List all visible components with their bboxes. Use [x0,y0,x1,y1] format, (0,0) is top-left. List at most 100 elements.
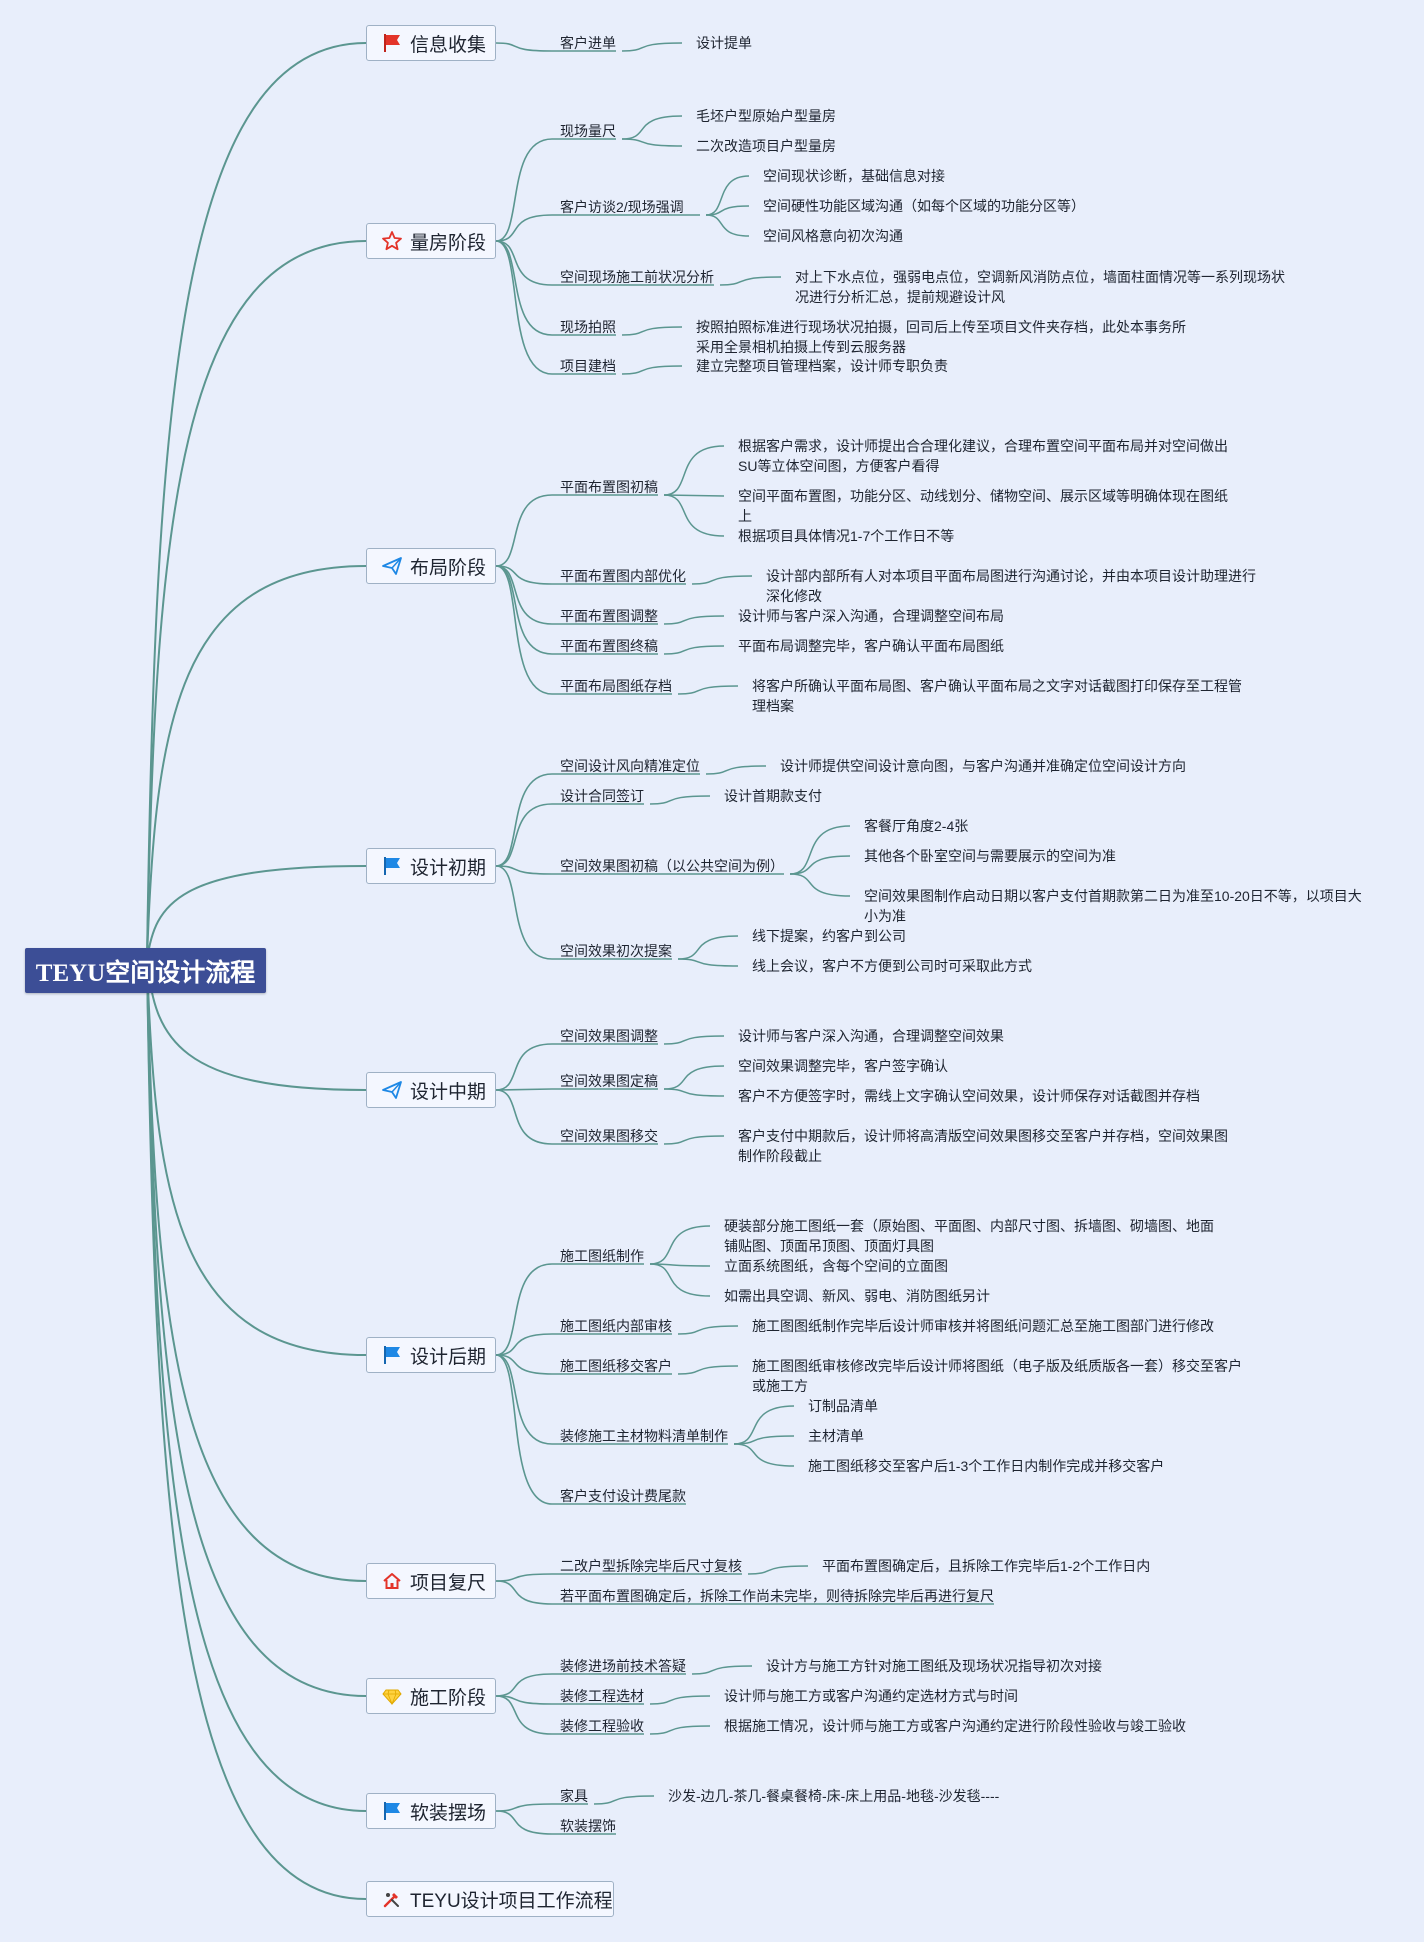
topic-node[interactable]: 装修进场前技术答疑 [560,1658,686,1674]
branch-node[interactable]: 设计中期 [366,1072,496,1108]
detail-node[interactable]: 空间风格意向初次沟通 [763,228,903,244]
detail-node[interactable]: 空间效果调整完毕，客户签字确认 [738,1058,948,1074]
detail-node[interactable]: 建立完整项目管理档案，设计师专职负责 [696,358,948,374]
detail-node[interactable]: 硬装部分施工图纸一套（原始图、平面图、内部尺寸图、拆墙图、砌墙图、地面 铺贴图、… [724,1218,1214,1254]
topic-node[interactable]: 空间现场施工前状况分析 [560,269,714,285]
connector-line [663,645,725,655]
topic-node[interactable]: 装修工程验收 [560,1718,644,1734]
topic-node[interactable]: 装修工程选材 [560,1688,644,1704]
branch-node[interactable]: 布局阶段 [366,548,496,584]
topic-node[interactable]: 家具 [560,1788,588,1804]
connector-line [495,865,553,960]
detail-node[interactable]: 主材清单 [808,1428,864,1444]
root-node[interactable]: TEYU空间设计流程 [25,948,266,993]
branch-node[interactable]: 设计初期 [366,848,496,884]
detail-node[interactable]: 设计师与客户深入沟通，合理调整空间布局 [738,608,1004,624]
detail-node[interactable]: 线上会议，客户不方便到公司时可采取此方式 [752,958,1032,974]
topic-node[interactable]: 空间效果初次提案 [560,943,672,959]
detail-node[interactable]: 其他各个卧室空间与需要展示的空间为准 [864,848,1116,864]
detail-node[interactable]: 订制品清单 [808,1398,878,1414]
branch-label: 设计中期 [410,1081,487,1103]
detail-node[interactable]: 空间效果图制作启动日期以客户支付首期款第二日为准至10-20日不等，以项目大 小… [864,888,1362,924]
topic-node[interactable]: 现场量尺 [560,123,616,139]
detail-node[interactable]: 施工图图纸制作完毕后设计师审核并将图纸问题汇总至施工图部门进行修改 [752,1318,1214,1334]
detail-node[interactable]: 毛坯户型原始户型量房 [696,108,836,124]
topic-node[interactable]: 项目建档 [560,358,616,374]
detail-node[interactable]: 客餐厅角度2-4张 [864,818,969,834]
connector-line [789,855,851,875]
detail-node[interactable]: 如需出具空调、新风、弱电、消防图纸另计 [724,1288,990,1304]
topic-node[interactable]: 施工图纸制作 [560,1248,644,1264]
topic-node[interactable]: 客户访谈2/现场强调 [560,199,684,215]
detail-node[interactable]: 设计方与施工方针对施工图纸及现场状况指导初次对接 [766,1658,1102,1674]
connector-line [495,1043,553,1091]
connector-line [733,1435,795,1445]
topic-node[interactable]: 施工图纸移交客户 [560,1358,672,1374]
detail-node[interactable]: 平面布置图确定后，且拆除工作完毕后1-2个工作日内 [822,1558,1151,1574]
detail-node[interactable]: 设计师与客户深入沟通，合理调整空间效果 [738,1028,1004,1044]
detail-node[interactable]: 设计提单 [696,35,752,51]
topic-node[interactable]: 空间效果图定稿 [560,1073,658,1089]
branch-node[interactable]: 量房阶段 [366,223,496,259]
detail-node[interactable]: 空间平面布置图，功能分区、动线划分、储物空间、展示区域等明确体现在图纸 上 [738,488,1228,524]
detail-node[interactable]: 客户不方便签字时，需线上文字确认空间效果，设计师保存对话截图并存档 [738,1088,1200,1104]
topic-node[interactable]: 软装摆饰 [560,1818,616,1834]
detail-node[interactable]: 设计首期款支付 [724,788,822,804]
topic-node[interactable]: 空间效果图初稿（以公共空间为例） [560,858,784,874]
detail-node[interactable]: 平面布局调整完毕，客户确认平面布局图纸 [738,638,1004,654]
topic-node[interactable]: 平面布置图调整 [560,608,658,624]
topic-node[interactable]: 客户支付设计费尾款 [560,1488,686,1504]
detail-node[interactable]: 线下提案，约客户到公司 [752,928,906,944]
detail-node[interactable]: 沙发-边几-茶几-餐桌餐椅-床-床上用品-地毯-沙发毯---- [668,1788,1000,1804]
topic-node[interactable]: 二改户型拆除完毕后尺寸复核 [560,1558,742,1574]
topic-node[interactable]: 平面布置图内部优化 [560,568,686,584]
connector-line [621,115,683,140]
topic-node[interactable]: 平面布局图纸存档 [560,678,672,694]
branch-label: 设计初期 [410,857,487,879]
branch-node[interactable]: 设计后期 [366,1337,496,1373]
topic-node[interactable]: 平面布置图初稿 [560,479,658,495]
topic-node[interactable]: 客户进单 [560,35,616,51]
topic-node[interactable]: 现场拍照 [560,319,616,335]
topic-node[interactable]: 设计合同签订 [560,788,644,804]
connector-line [495,240,553,336]
branch-node[interactable]: TEYU设计项目工作流程 [366,1881,614,1917]
connector-line [663,1035,725,1045]
detail-node[interactable]: 根据施工情况，设计师与施工方或客户沟通约定进行阶段性验收与竣工验收 [724,1718,1186,1734]
detail-node[interactable]: 二次改造项目户型量房 [696,138,836,154]
connector-line [649,1225,711,1265]
connector-line [495,565,553,625]
detail-node[interactable]: 空间硬性功能区域沟通（如每个区域的功能分区等） [763,198,1085,214]
detail-node[interactable]: 对上下水点位，强弱电点位，空调新风消防点位，墙面柱面情况等一系列现场状 况进行分… [795,269,1285,305]
detail-node[interactable]: 设计部内部所有人对本项目平面布局图进行沟通讨论，并由本项目设计助理进行 深化修改 [766,568,1256,604]
detail-node[interactable]: 立面系统图纸，含每个空间的立面图 [724,1258,948,1274]
topic-node[interactable]: 平面布置图终稿 [560,638,658,654]
detail-node[interactable]: 施工图纸移交至客户后1-3个工作日内制作完成并移交客户 [808,1458,1165,1474]
connector-line [649,1263,711,1267]
detail-node[interactable]: 将客户所确认平面布局图、客户确认平面布局之文字对话截图打印保存至工程管 理档案 [752,678,1242,714]
branch-node[interactable]: 项目复尺 [366,1563,496,1599]
connector-line [789,873,851,897]
topic-node[interactable]: 若平面布置图确定后，拆除工作尚未完毕，则待拆除完毕后再进行复尺 [560,1588,994,1604]
detail-node[interactable]: 设计师提供空间设计意向图，与客户沟通并准确定位空间设计方向 [780,758,1186,774]
branch-node[interactable]: 软装摆场 [366,1793,496,1829]
detail-node[interactable]: 施工图图纸审核修改完毕后设计师将图纸（电子版及纸质版各一套）移交至客户 或施工方 [752,1358,1242,1394]
branch-node[interactable]: 施工阶段 [366,1678,496,1714]
connector-line [649,1725,711,1735]
topic-node[interactable]: 装修施工主材物料清单制作 [560,1428,728,1444]
detail-node[interactable]: 根据项目具体情况1-7个工作日不等 [738,528,955,544]
connector-line [495,42,553,52]
topic-node[interactable]: 空间效果图移交 [560,1128,658,1144]
topic-node[interactable]: 空间效果图调整 [560,1028,658,1044]
detail-node[interactable]: 根据客户需求，设计师提出合合理化建议，合理布置空间平面布局并对空间做出 SU等立… [738,438,1228,474]
detail-node[interactable]: 设计师与施工方或客户沟通约定选材方式与时间 [724,1688,1018,1704]
detail-node[interactable]: 客户支付中期款后，设计师将高清版空间效果图移交至客户并存档，空间效果图 制作阶段… [738,1128,1228,1164]
connector-line [705,765,767,775]
topic-node[interactable]: 施工图纸内部审核 [560,1318,672,1334]
connector-line [146,959,367,1582]
topic-node[interactable]: 空间设计风向精准定位 [560,758,700,774]
branch-node[interactable]: 信息收集 [366,25,496,61]
detail-node[interactable]: 按照拍照标准进行现场状况拍摄，回司后上传至项目文件夹存档，此处本事务所 采用全景… [696,319,1186,355]
detail-node[interactable]: 空间现状诊断，基础信息对接 [763,168,945,184]
